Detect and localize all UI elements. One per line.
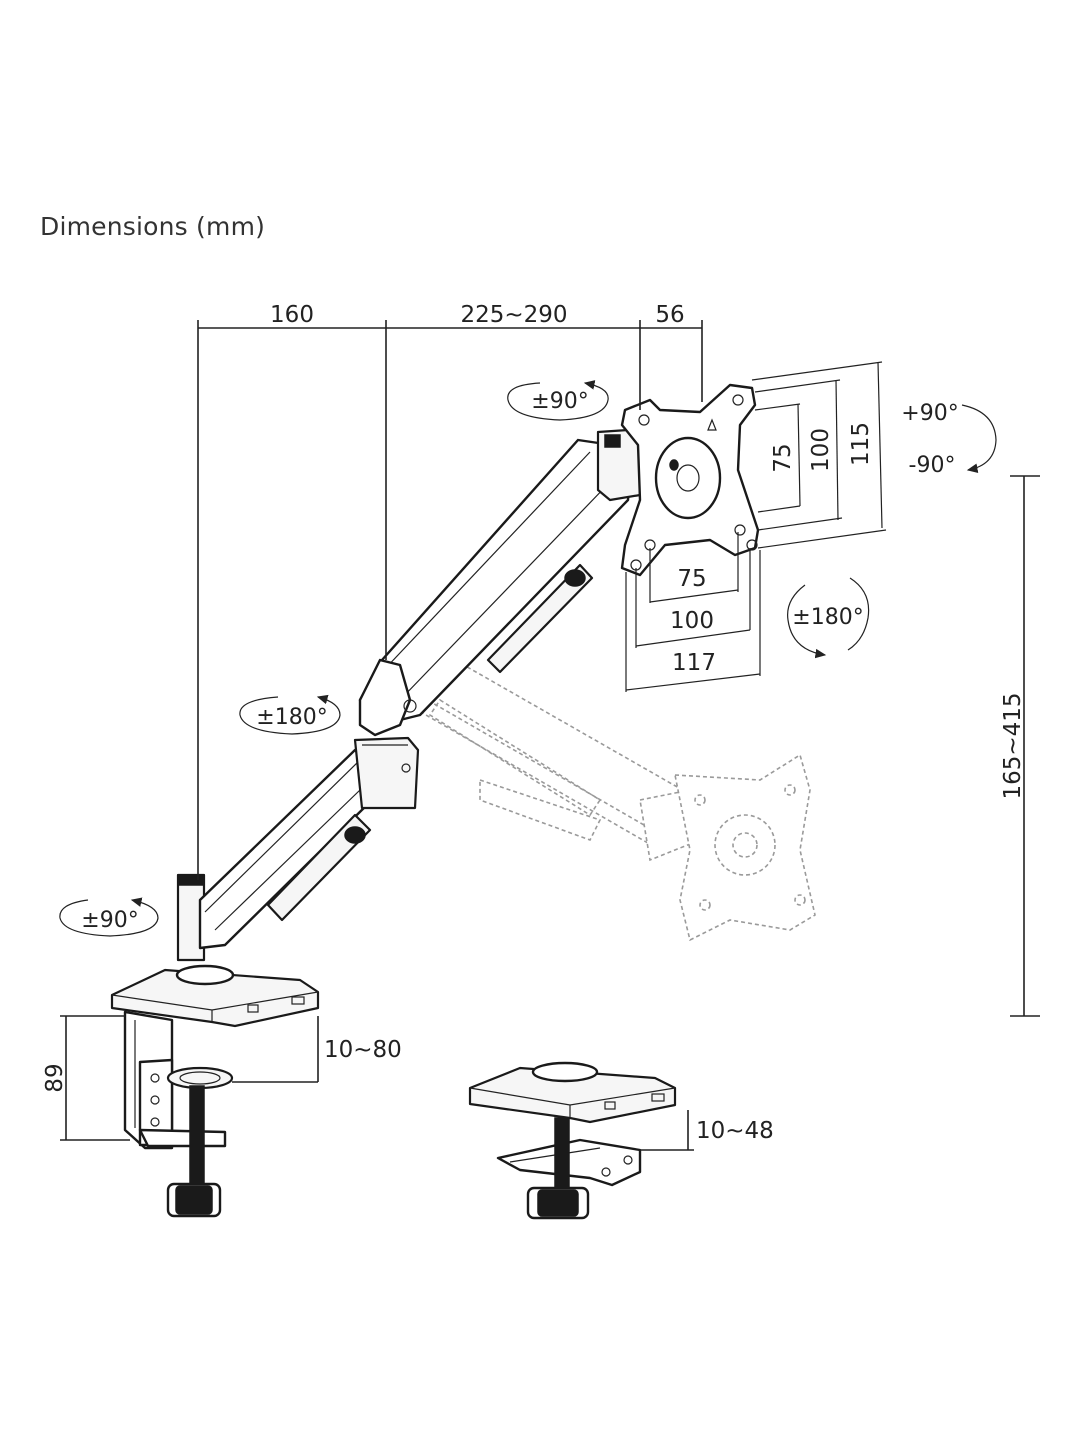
dimension-lines (60, 320, 1040, 1151)
dim-vesa-h-75: 75 (770, 443, 796, 472)
desk-clamp-left (110, 964, 320, 1218)
dim-tilt-depth: 56 (655, 302, 684, 328)
rot-tilt-up: +90° (901, 401, 958, 426)
dim-clamp-range: 10~80 (324, 1037, 402, 1063)
dim-base-to-pole: 160 (270, 302, 314, 328)
vesa-plate (620, 383, 760, 577)
rot-elbow-rotate: ±180° (256, 705, 327, 730)
desk-clamp-right (468, 1061, 677, 1220)
dim-vesa-w-75: 75 (677, 566, 706, 592)
ghost-arm (391, 639, 816, 942)
rot-head-swivel: ±90° (531, 389, 588, 414)
dim-arm-reach: 225~290 (460, 302, 567, 328)
upper-arm (358, 428, 642, 737)
dim-vesa-h-115: 115 (848, 422, 874, 466)
dim-vesa-w-100: 100 (670, 608, 714, 634)
diagram-title: Dimensions (mm) (40, 212, 266, 241)
dim-vesa-w-117: 117 (672, 650, 716, 676)
dim-grommet-range: 10~48 (696, 1118, 774, 1144)
rot-base-swivel: ±90° (81, 908, 138, 933)
lower-arm (176, 736, 420, 962)
dim-clamp-height: 89 (42, 1063, 68, 1092)
rotation-indicators: ±90° +90° -90° ±180° ±180° ±90° (59, 380, 997, 937)
dim-height-range: 165~415 (1000, 692, 1026, 799)
rot-screen-rotate: ±180° (792, 605, 863, 630)
rot-tilt-down: -90° (909, 453, 956, 478)
dim-vesa-h-100: 100 (808, 428, 834, 472)
dimension-labels: 160 225~290 56 75 100 115 75 100 117 165… (42, 302, 1026, 1144)
